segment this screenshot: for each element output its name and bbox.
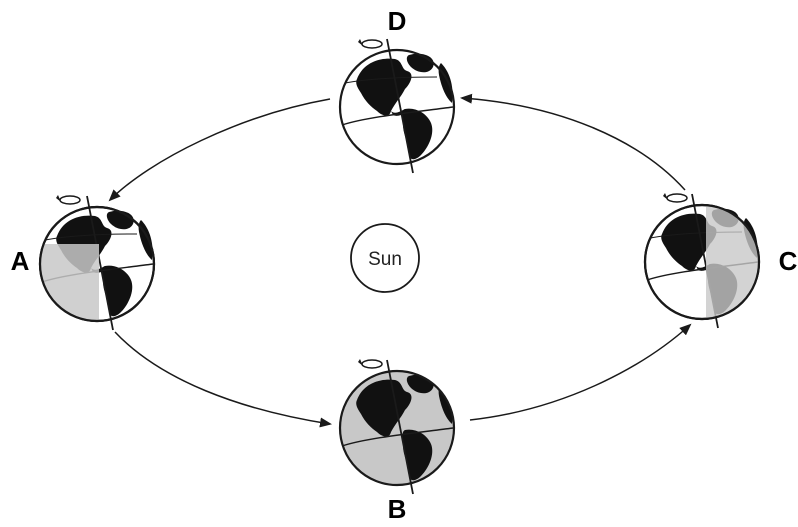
orbit-arrow-c-to-d xyxy=(460,93,686,191)
earth-position-c xyxy=(643,192,761,330)
rotation-arrow-icon xyxy=(357,38,383,49)
rotation-arrow-icon xyxy=(55,194,81,205)
orbit-arrow-a-to-b xyxy=(114,331,332,428)
earth-position-d xyxy=(338,37,456,175)
orbit-arrow-b-to-c xyxy=(469,323,692,421)
earth-globe-icon xyxy=(338,369,456,487)
sun-label: Sun xyxy=(368,249,402,270)
sun: Sun xyxy=(350,223,420,293)
position-label-d: D xyxy=(388,6,407,36)
earth-position-a xyxy=(38,194,156,332)
position-label-a: A xyxy=(11,246,30,276)
rotation-arrow-icon xyxy=(357,358,383,369)
position-label-b: B xyxy=(388,494,407,524)
earth-position-b xyxy=(338,358,456,495)
rotation-arrow-icon xyxy=(662,192,688,203)
sun-circle xyxy=(350,223,420,293)
orbit-arrow-d-to-a xyxy=(108,98,331,202)
earth-globe-icon xyxy=(338,37,456,175)
position-label-c: C xyxy=(779,246,798,276)
